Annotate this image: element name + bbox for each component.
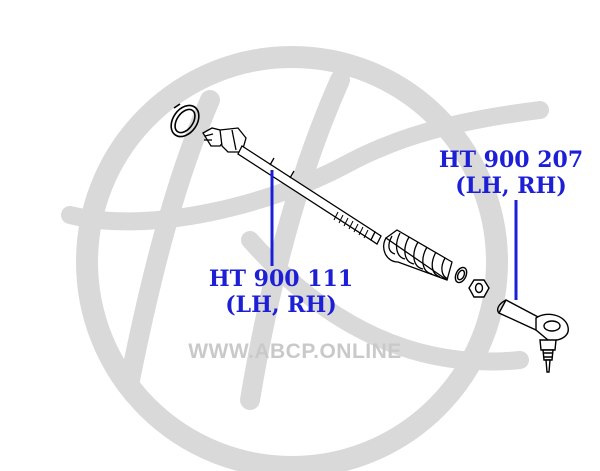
steering-boot bbox=[383, 229, 453, 282]
watermark-url: WWW.ABCP.ONLINE bbox=[188, 340, 402, 363]
part-side: (LH, RH) bbox=[455, 173, 567, 199]
part-label-inner-tie-rod: HT 900 111 (LH, RH) bbox=[196, 266, 366, 318]
part-label-tie-rod-end: HT 900 207 (LH, RH) bbox=[426, 147, 596, 199]
abcp-logo-icon bbox=[61, 46, 549, 471]
part-side: (LH, RH) bbox=[225, 292, 337, 318]
boot-clamp bbox=[454, 266, 468, 284]
inner-tie-rod bbox=[202, 127, 382, 245]
part-number: HT 900 207 bbox=[438, 147, 584, 173]
lock-nut bbox=[468, 279, 490, 298]
part-number: HT 900 111 bbox=[208, 266, 354, 292]
outer-tie-rod-end bbox=[497, 299, 569, 373]
clamp-ring bbox=[170, 103, 200, 138]
